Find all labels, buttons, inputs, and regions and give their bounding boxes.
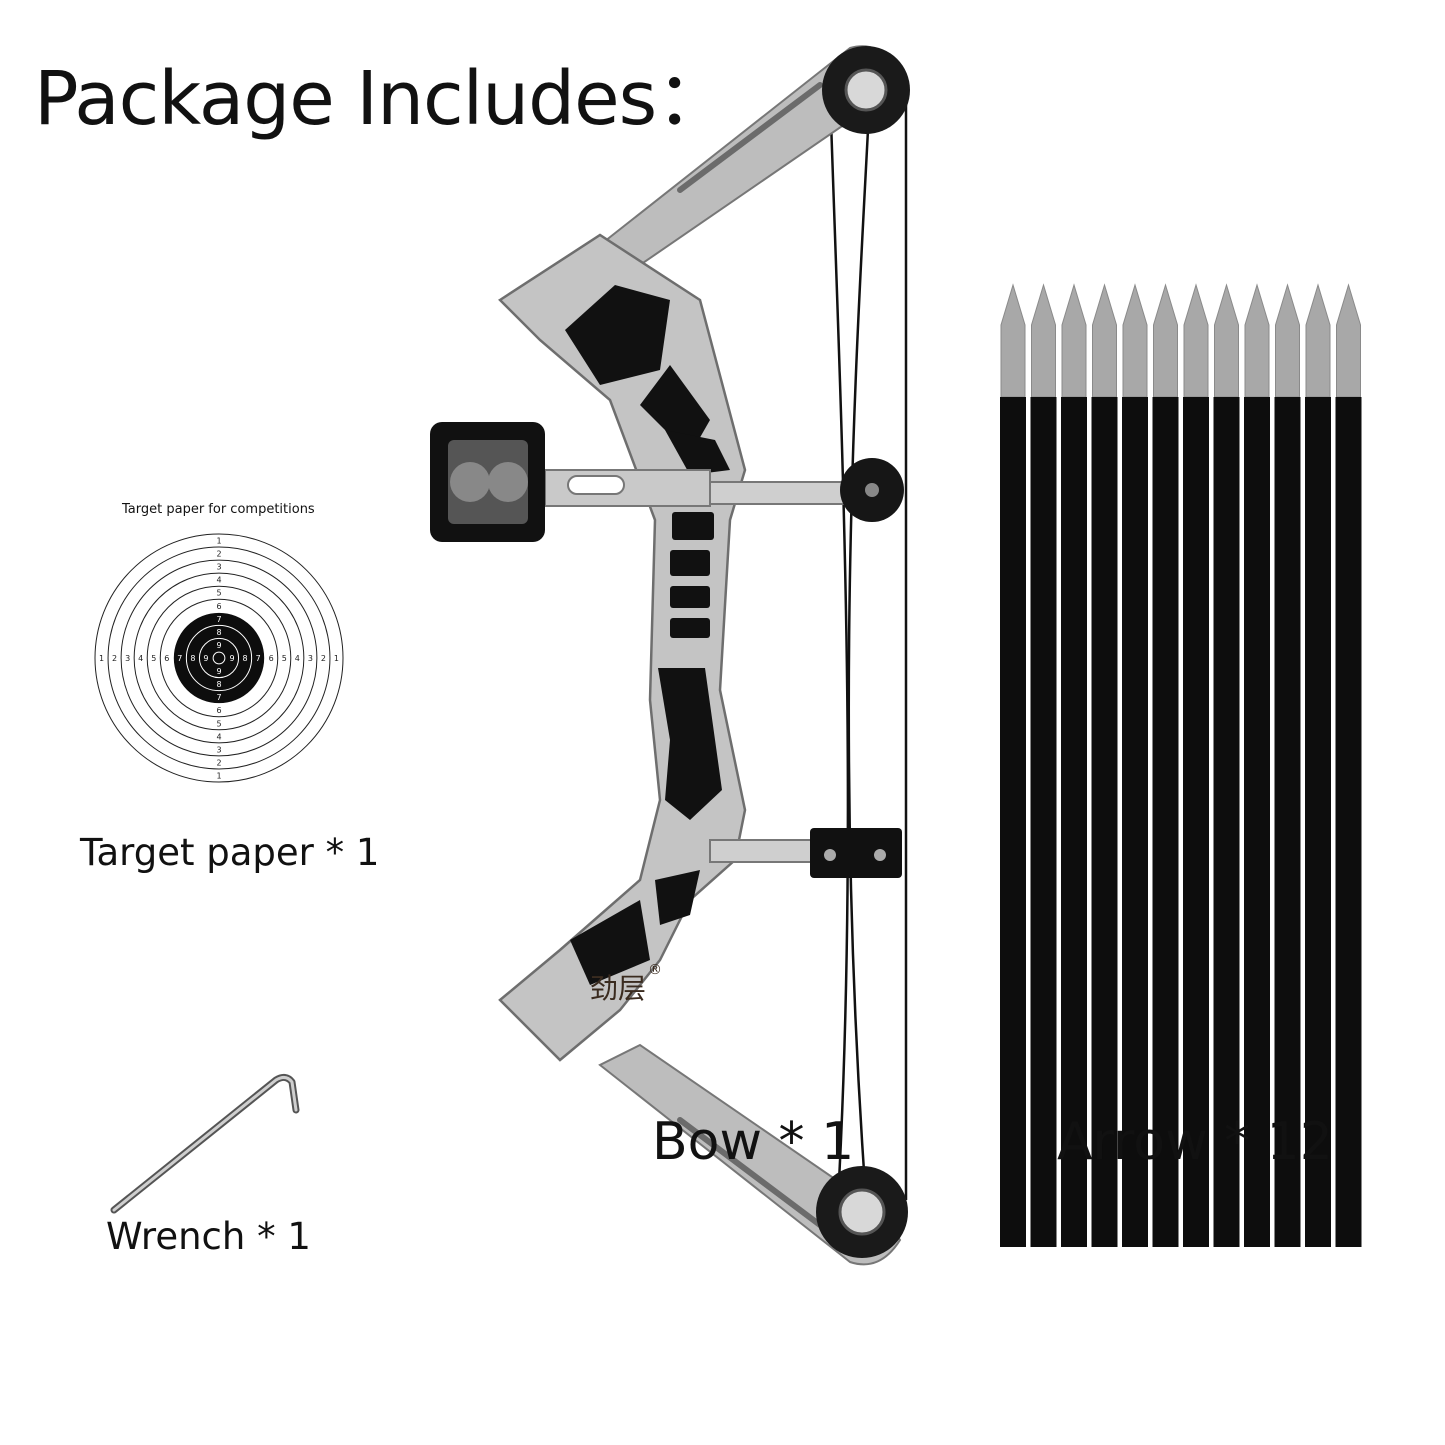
bow-image: 劲层 ® bbox=[430, 45, 910, 1266]
target-ring-number: 7 bbox=[256, 654, 261, 663]
target-ring-number: 9 bbox=[216, 641, 221, 650]
target-ring-number: 8 bbox=[216, 680, 221, 689]
target-ring-number: 7 bbox=[177, 654, 182, 663]
target-ring-number: 4 bbox=[216, 732, 221, 741]
target-ring-number: 1 bbox=[334, 654, 339, 663]
page-title: Package Includes： bbox=[34, 56, 730, 142]
bow-logo: 劲层 bbox=[590, 972, 646, 1005]
target-ring-number: 8 bbox=[216, 628, 221, 637]
target-ring-number: 6 bbox=[269, 654, 274, 663]
target-ring-number: 1 bbox=[99, 654, 104, 663]
arrow-item bbox=[1335, 283, 1362, 1247]
target-ring-number: 9 bbox=[203, 654, 208, 663]
target-ring-number: 5 bbox=[151, 654, 156, 663]
target-ring-number: 2 bbox=[216, 550, 221, 559]
arrow-item bbox=[1244, 283, 1270, 1247]
arrow-label: Arrow * 12 bbox=[1057, 1112, 1333, 1172]
target-ring-number: 7 bbox=[216, 615, 221, 624]
target-ring-number: 2 bbox=[112, 654, 117, 663]
target-ring bbox=[198, 637, 240, 679]
arrow-item bbox=[1213, 283, 1240, 1247]
target-ring-number: 3 bbox=[308, 654, 313, 663]
arrow-item bbox=[1152, 283, 1179, 1247]
arrows-image bbox=[1000, 283, 1362, 1247]
target-ring-number: 3 bbox=[125, 654, 130, 663]
target-ring-number: 9 bbox=[216, 667, 221, 676]
target-ring-number: 5 bbox=[282, 654, 287, 663]
target-ring-number: 8 bbox=[190, 654, 195, 663]
arrow-item bbox=[1183, 283, 1209, 1247]
target-ring-number: 8 bbox=[243, 654, 248, 663]
arrow-item bbox=[1091, 283, 1118, 1247]
arrow-item bbox=[1030, 283, 1057, 1247]
wrench-label: Wrench * 1 bbox=[106, 1215, 311, 1258]
target-ring-number: 7 bbox=[216, 693, 221, 702]
target-ring-number: 4 bbox=[138, 654, 143, 663]
target-ring-number: 2 bbox=[321, 654, 326, 663]
target-ring-number: 3 bbox=[216, 563, 221, 572]
target-ring-number: 5 bbox=[216, 719, 221, 728]
bow-label: Bow * 1 bbox=[652, 1112, 855, 1172]
target-ring-number: 5 bbox=[216, 589, 221, 598]
target-ring-number: 6 bbox=[164, 654, 169, 663]
target-ring-number: 1 bbox=[216, 537, 221, 546]
target-ring-number: 4 bbox=[216, 576, 221, 585]
target-ring-number: 3 bbox=[216, 745, 221, 754]
arrow-item bbox=[1274, 283, 1301, 1247]
target-ring-number: 1 bbox=[216, 771, 221, 780]
target-paper-label: Target paper * 1 bbox=[80, 831, 380, 874]
arrow-item bbox=[1122, 283, 1148, 1247]
target-ring-number: 6 bbox=[216, 602, 221, 611]
target-ring-number: 9 bbox=[230, 654, 235, 663]
target-ring-number: 2 bbox=[216, 758, 221, 767]
bow-logo-mark: ® bbox=[648, 962, 662, 978]
arrow-item bbox=[1305, 283, 1331, 1247]
target-ring-number: 4 bbox=[295, 654, 300, 663]
wrench-icon bbox=[110, 1073, 300, 1214]
arrow-item bbox=[1061, 283, 1087, 1247]
target-ring-number: 6 bbox=[216, 706, 221, 715]
arrow-item bbox=[1000, 283, 1026, 1247]
target-caption: Target paper for competitions bbox=[122, 502, 315, 517]
